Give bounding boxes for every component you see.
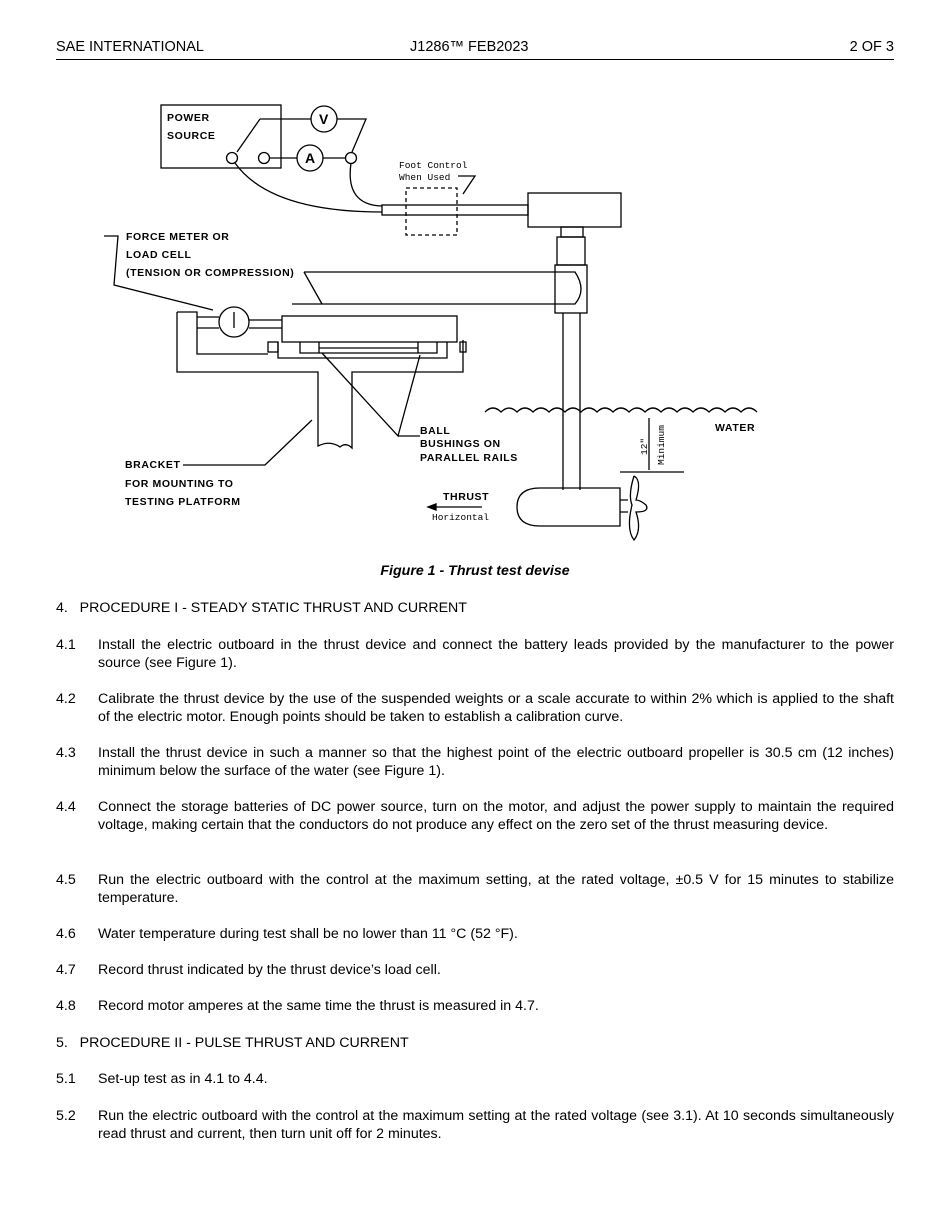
svg-text:WATER: WATER: [715, 422, 755, 434]
svg-text:Foot Control: Foot Control: [399, 160, 468, 171]
svg-text:12": 12": [639, 438, 650, 455]
header-organization: SAE INTERNATIONAL: [56, 39, 204, 55]
svg-text:TESTING PLATFORM: TESTING PLATFORM: [125, 496, 241, 508]
svg-text:When Used: When Used: [399, 172, 450, 183]
svg-text:BRACKET: BRACKET: [125, 459, 181, 471]
svg-text:A: A: [305, 150, 316, 166]
svg-text:FORCE METER OR: FORCE METER OR: [126, 231, 229, 243]
svg-text:V: V: [319, 111, 329, 127]
force-meter-icon: [218, 306, 250, 338]
water-surface: [484, 407, 758, 413]
section-heading-5: 5. PROCEDURE II - PULSE THRUST AND CURRE…: [56, 1035, 409, 1051]
svg-text:PARALLEL RAILS: PARALLEL RAILS: [420, 452, 518, 464]
svg-text:POWER: POWER: [167, 112, 210, 124]
section-heading-4: 4. PROCEDURE I - STEADY STATIC THRUST AN…: [56, 600, 467, 616]
svg-text:BALL: BALL: [420, 425, 450, 437]
svg-text:LOAD CELL: LOAD CELL: [126, 249, 191, 261]
svg-text:SOURCE: SOURCE: [167, 130, 216, 142]
svg-text:(TENSION OR COMPRESSION): (TENSION OR COMPRESSION): [126, 267, 294, 279]
figure-caption: Figure 1 - Thrust test devise: [380, 563, 570, 579]
thrust-test-diagram: POWER SOURCE V A Foot Control When Used …: [104, 104, 758, 542]
header-page-number: 2 OF 3: [849, 39, 894, 55]
header-document-id: J1286™ FEB2023: [410, 39, 529, 55]
svg-text:THRUST: THRUST: [443, 491, 489, 503]
svg-text:Horizontal: Horizontal: [432, 512, 489, 523]
svg-text:Minimum: Minimum: [656, 425, 667, 465]
svg-text:FOR MOUNTING TO: FOR MOUNTING TO: [125, 478, 234, 490]
header-rule: [56, 59, 894, 60]
power-source-box: [160, 104, 282, 169]
svg-text:BUSHINGS ON: BUSHINGS ON: [420, 438, 501, 450]
